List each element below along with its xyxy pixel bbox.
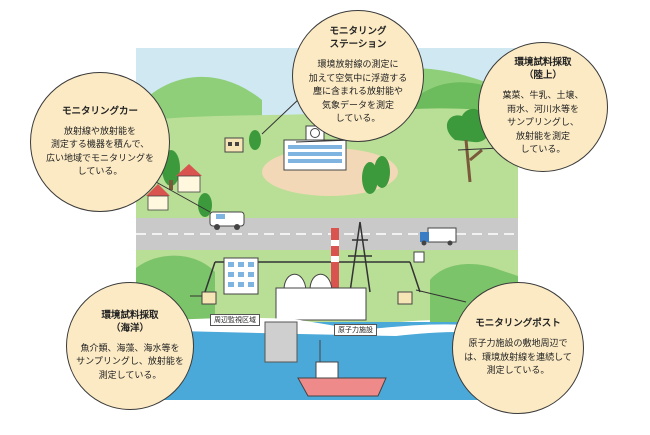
tree <box>362 162 378 194</box>
monitoring-car-callout-title: モニタリングカー <box>61 105 138 117</box>
monitoring-post <box>397 291 413 305</box>
land-sampling-callout-body: 葉菜、牛乳、土壌、 雨水、河川水等を サンプリングし、 放射能を測定 している。 <box>502 91 584 156</box>
station-callout: モニタリング ステーション 環境放射線の測定に 加えて空気中に浮遊する 塵に含ま… <box>292 10 424 142</box>
land-sampling-callout-title: 環境試料採取 （陸上） <box>514 57 572 82</box>
tree <box>249 130 261 150</box>
monitoring-car-callout-body: 放射線や放射能を 測定する機器を積んで、 広い地域でモニタリングを している。 <box>45 126 154 178</box>
sea-sampling-callout-body: 魚介類、海藻、海水等を サンプリングし、放射能を 測定している。 <box>76 343 184 381</box>
house <box>176 164 202 176</box>
land-sampling-callout: 環境試料採取 （陸上） 葉菜、牛乳、土壌、 雨水、河川水等を サンプリングし、 … <box>478 42 608 172</box>
station-callout-body: 環境放射線の測定に 加えて空気中に浮遊する 塵に含まれる放射能や 気象データを測… <box>308 60 408 125</box>
monitoring-car <box>209 211 245 227</box>
leader-line <box>155 181 211 213</box>
sea-sampling-callout-title: 環境試料採取 （海洋） <box>101 309 159 334</box>
nuclear-plant <box>275 287 367 321</box>
house <box>146 184 170 196</box>
power-pylon <box>348 221 372 293</box>
leader-line <box>415 289 467 303</box>
signboard <box>413 251 425 263</box>
leader-line <box>261 97 301 135</box>
sea-sampling-callout: 環境試料採取 （海洋） 魚介類、海藻、海水等を サンプリングし、放射能を 測定し… <box>66 282 194 410</box>
sea <box>136 322 518 400</box>
monitoring-post-callout: モニタリングポスト 原子力施設の敷地周辺で は、環境放射線を連続して 測定してい… <box>452 282 584 414</box>
monitoring-post-callout-title: モニタリングポスト <box>475 318 561 330</box>
monitoring-area-label: 周辺監視区域 <box>210 314 260 326</box>
station-callout-title: モニタリング ステーション <box>329 26 387 51</box>
monitoring-car-callout: モニタリングカー 放射線や放射能を 測定する機器を積んで、 広い地域でモニタリン… <box>30 72 170 212</box>
pier <box>264 321 298 363</box>
monitoring-station <box>224 137 244 153</box>
clock-icon <box>310 128 320 138</box>
monitoring-post-callout-body: 原子力施設の敷地周辺で は、環境放射線を連続して 測定している。 <box>464 339 572 377</box>
tree <box>374 156 390 188</box>
monitoring-post <box>201 291 217 305</box>
truck <box>427 227 457 243</box>
boat <box>297 377 387 397</box>
nuclear-facility-label: 原子力施設 <box>334 324 377 336</box>
